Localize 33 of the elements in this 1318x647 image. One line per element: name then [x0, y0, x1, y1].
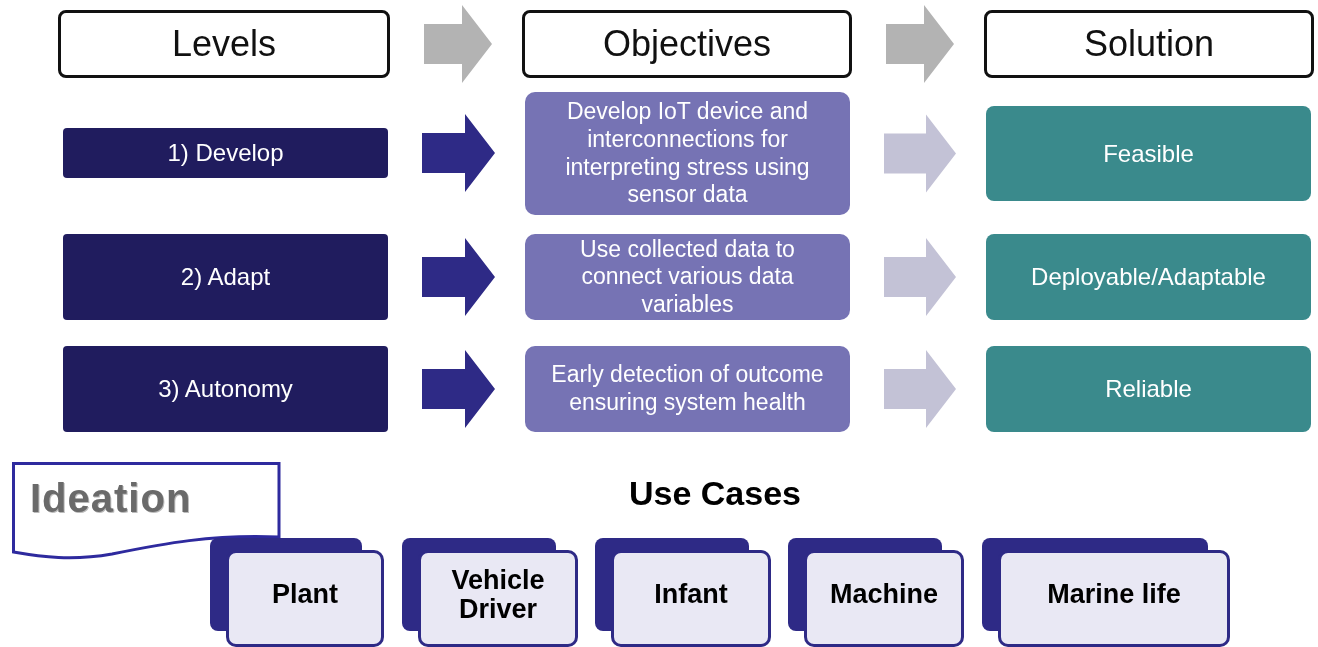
level-box: 3) Autonomy: [63, 346, 388, 432]
block-arrow: [884, 114, 956, 193]
block-arrow: [884, 350, 956, 428]
block-arrow: [422, 238, 495, 316]
objective-box: Develop IoT device and interconnections for interpreting stress using sensor data: [525, 92, 850, 215]
stacked-card: [210, 538, 384, 647]
header-box: Levels: [58, 10, 390, 78]
objective-box: Early detection of outcome ensuring system health: [525, 346, 850, 432]
stacked-card: [402, 538, 578, 647]
card-label: Machine: [830, 580, 938, 609]
header-box: Solution: [984, 10, 1314, 78]
block-arrow: [884, 238, 956, 316]
solution-box: Reliable: [986, 346, 1311, 432]
block-arrow: [422, 114, 495, 192]
stacked-card: [788, 538, 964, 647]
card-label: Plant: [272, 580, 338, 609]
block-arrow: [422, 350, 495, 428]
wavy-banner: [12, 462, 282, 562]
banner-text: Ideation: [30, 476, 192, 521]
solution-box: Deployable/Adaptable: [986, 234, 1311, 320]
section-heading: Use Cases: [628, 474, 802, 513]
objective-box: Use collected data to connect various data variables: [525, 234, 850, 320]
card-label: Vehicle Driver: [450, 566, 546, 623]
card-label: Infant: [654, 580, 728, 609]
level-box: 1) Develop: [63, 128, 388, 178]
stacked-card: [982, 538, 1230, 647]
card-label: Marine life: [1047, 580, 1181, 609]
block-arrow: [424, 5, 492, 83]
solution-box: Feasible: [986, 106, 1311, 201]
block-arrow: [886, 5, 954, 83]
stacked-card: [595, 538, 771, 647]
level-box: 2) Adapt: [63, 234, 388, 320]
header-box: Objectives: [522, 10, 852, 78]
